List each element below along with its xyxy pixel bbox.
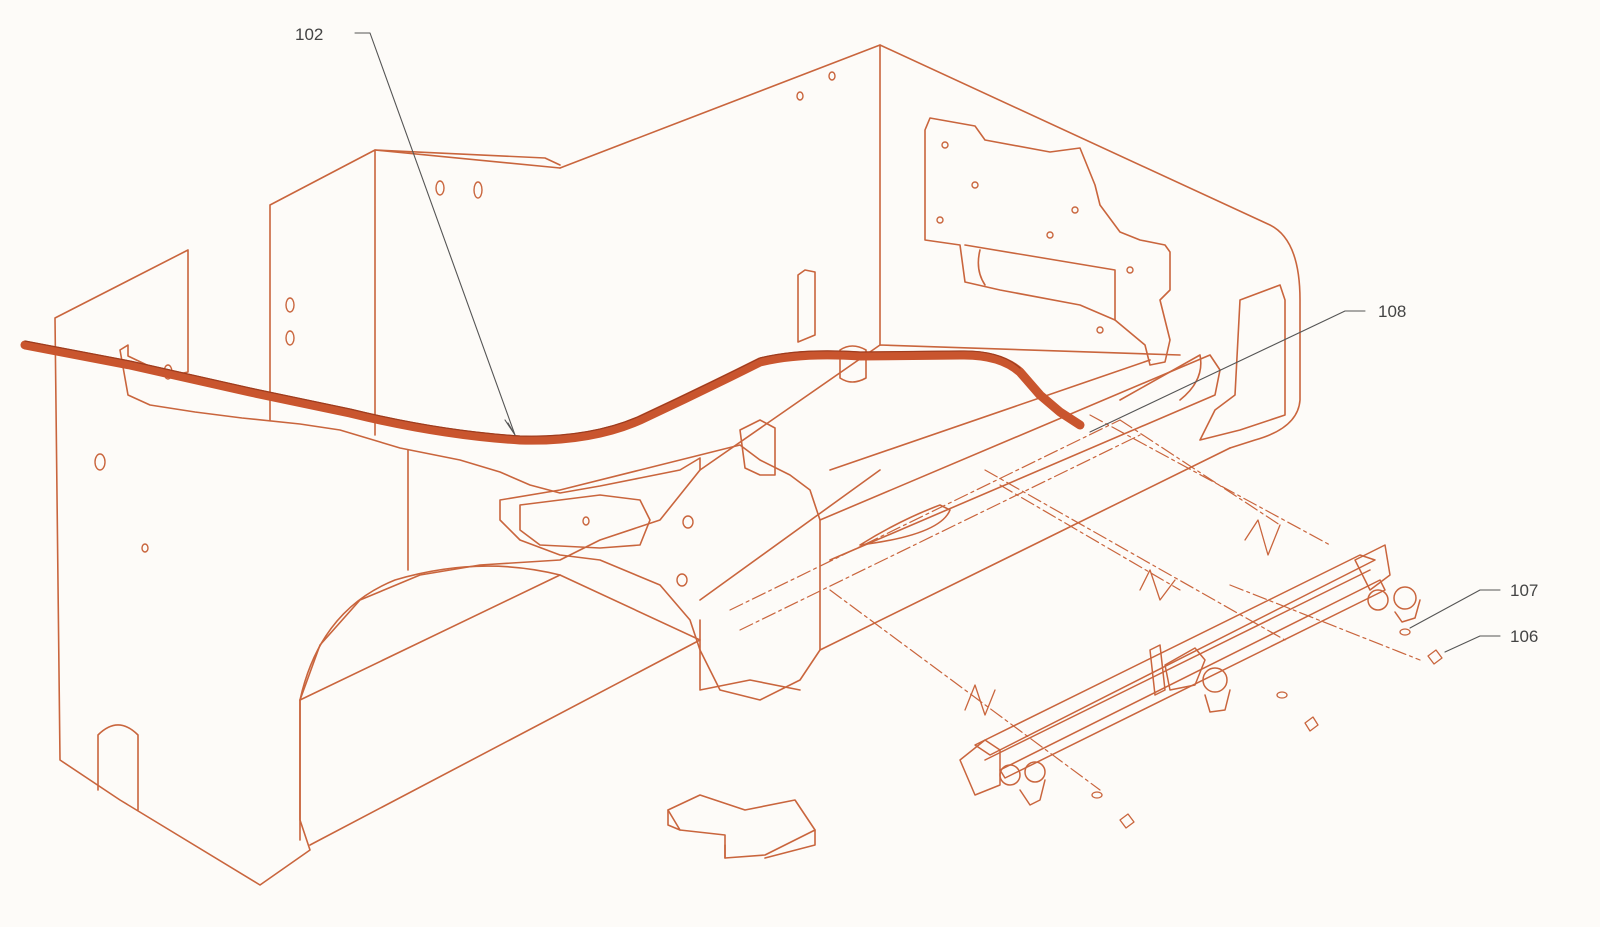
rear-bracket-plate — [924, 117, 1171, 366]
washer-107 — [1399, 628, 1411, 636]
back-wall — [559, 44, 1301, 449]
leader-108 — [1089, 310, 1366, 433]
front-side-panel — [54, 249, 701, 886]
nozzle-left — [959, 739, 1046, 806]
inner-left-wall — [269, 149, 561, 436]
nozzle-center — [1164, 647, 1231, 713]
front-bracket — [499, 354, 1231, 701]
fasteners — [1091, 628, 1443, 829]
nozzle-right — [1354, 544, 1421, 623]
direction-arrow-icon — [667, 794, 816, 859]
assembly-guide-lines — [729, 414, 1421, 791]
housing-frame — [54, 44, 1301, 886]
callout-leaders — [354, 32, 1501, 653]
right-end-plate — [1199, 284, 1286, 441]
callout-106: 106 — [1510, 627, 1538, 646]
callout-102: 102 — [295, 25, 323, 44]
leader-102 — [354, 32, 516, 436]
leader-106 — [1444, 635, 1501, 653]
screw-106 — [1427, 649, 1443, 665]
mounting-holes — [94, 71, 1134, 587]
zigzag-break-lines — [964, 519, 1281, 716]
panel-arch-cutout — [97, 724, 139, 811]
callout-107: 107 — [1510, 581, 1538, 600]
callout-108: 108 — [1378, 302, 1406, 321]
leader-107 — [1409, 589, 1501, 629]
nozzle-bar-assembly — [959, 544, 1421, 806]
wheel-arch — [299, 565, 701, 701]
floor-lines — [299, 344, 1181, 701]
spacer-post — [839, 345, 867, 383]
highlighted-cable — [20, 340, 1085, 445]
vertical-post — [797, 269, 816, 343]
